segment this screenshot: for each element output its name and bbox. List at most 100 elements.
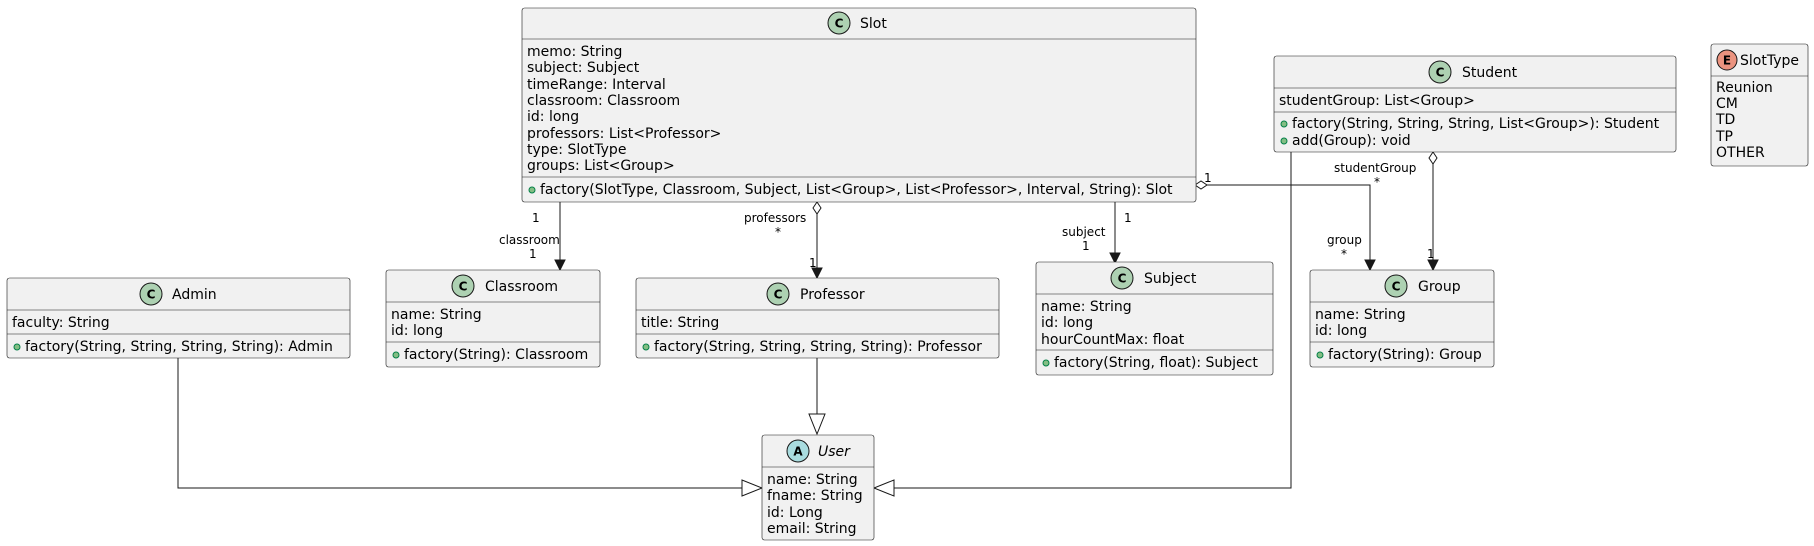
edge-label: *	[1374, 175, 1380, 189]
class-name: Subject	[1144, 271, 1197, 287]
class-badge-icon	[766, 282, 790, 306]
class-badge-letter: C	[1118, 272, 1127, 286]
class-classroom: C Classroom name: String id: long factor…	[385, 269, 601, 368]
edge-label: 1	[1082, 239, 1090, 253]
public-method-icon	[1280, 120, 1288, 128]
class-badge-icon	[827, 11, 851, 35]
class-badge-letter: C	[1392, 280, 1401, 294]
attribute: groups: List<Group>	[527, 158, 675, 174]
attribute: id: long	[1315, 323, 1367, 339]
attribute: professors: List<Professor>	[527, 126, 721, 142]
abstract-badge-icon	[786, 439, 810, 463]
attribute: fname: String	[767, 488, 863, 504]
class-name: Classroom	[485, 279, 558, 295]
edge-label: 1	[532, 211, 540, 225]
class-slot: C Slot memo: String subject: Subject tim…	[521, 7, 1197, 203]
method: add(Group): void	[1292, 133, 1411, 149]
edge-student-user	[872, 152, 1292, 497]
class-name: Professor	[800, 287, 865, 303]
enum-value: Reunion	[1716, 80, 1773, 96]
class-subject: C Subject name: String id: long hourCoun…	[1035, 261, 1274, 376]
class-badge-letter: C	[774, 288, 783, 302]
method: factory(String, String, String, List<Gro…	[1292, 116, 1660, 132]
attribute: studentGroup: List<Group>	[1279, 93, 1475, 109]
class-user: A User name: String fname: String id: Lo…	[761, 434, 875, 541]
attribute: title: String	[641, 315, 719, 331]
public-method-icon	[392, 351, 400, 359]
enum-name: SlotType	[1740, 53, 1799, 69]
public-method-icon	[1316, 351, 1324, 359]
edge-student-group: studentGroup * 1	[1334, 151, 1439, 272]
method: factory(String, float): Subject	[1054, 355, 1258, 371]
method: factory(String): Group	[1328, 347, 1482, 363]
class-group: C Group name: String id: long factory(St…	[1309, 269, 1495, 368]
class-badge-letter: C	[1436, 66, 1445, 80]
enum-badge-letter: E	[1723, 54, 1731, 68]
attribute: memo: String	[527, 44, 622, 60]
enum-slottype: E SlotType Reunion CM TD TP OTHER	[1710, 43, 1809, 167]
class-badge-letter: C	[459, 280, 468, 294]
method: factory(SlotType, Classroom, Subject, Li…	[540, 182, 1173, 198]
class-badge-letter: C	[147, 288, 156, 302]
enum-value: TD	[1715, 112, 1735, 128]
edge-slot-classroom: 1 classroom 1	[499, 202, 566, 272]
edge-slot-subject: 1 subject 1	[1062, 202, 1132, 265]
class-name: Slot	[860, 16, 887, 32]
class-badge-letter: C	[835, 17, 844, 31]
public-method-icon	[1280, 137, 1288, 145]
class-badge-icon	[1384, 274, 1408, 298]
class-badge-icon	[1428, 60, 1452, 84]
method: factory(String): Classroom	[404, 347, 588, 363]
attribute: name: String	[391, 307, 482, 323]
class-badge-icon	[451, 274, 475, 298]
attribute: id: long	[1041, 315, 1093, 331]
class-admin: C Admin faculty: String factory(String, …	[6, 277, 351, 359]
class-badge-icon	[139, 282, 163, 306]
abstract-badge-letter: A	[793, 445, 803, 459]
attribute: id: long	[391, 323, 443, 339]
attribute: hourCountMax: float	[1041, 332, 1185, 348]
attribute: name: String	[767, 472, 858, 488]
public-method-icon	[528, 186, 536, 194]
enum-badge-icon	[1716, 49, 1738, 71]
edge-label: *	[1341, 247, 1347, 261]
method: factory(String, String, String, String):…	[654, 339, 982, 355]
class-professor: C Professor title: String factory(String…	[635, 277, 1000, 359]
class-name: Group	[1418, 279, 1461, 295]
attribute: name: String	[1041, 299, 1132, 315]
attribute: name: String	[1315, 307, 1406, 323]
edge-label: 1	[1204, 171, 1212, 185]
attribute: timeRange: Interval	[527, 77, 666, 93]
class-badge-icon	[1110, 266, 1134, 290]
edge-admin-user	[177, 358, 764, 497]
class-name: Student	[1462, 65, 1518, 81]
attribute: classroom: Classroom	[527, 93, 680, 109]
class-name: Admin	[172, 287, 217, 303]
attribute: type: SlotType	[527, 142, 626, 158]
attribute: email: String	[767, 521, 857, 537]
class-student: C Student studentGroup: List<Group> fact…	[1273, 55, 1677, 153]
enum-value: CM	[1716, 96, 1738, 112]
edge-label: 1	[1427, 247, 1435, 261]
enum-value: OTHER	[1716, 145, 1765, 161]
public-method-icon	[642, 343, 650, 351]
edge-professor-user	[808, 358, 826, 436]
edge-slot-professor: professors * 1	[744, 201, 823, 280]
attribute: id: long	[527, 109, 579, 125]
edge-label: 1	[809, 256, 817, 270]
edge-label: classroom	[499, 233, 560, 247]
edge-label: group	[1327, 233, 1362, 247]
method: factory(String, String, String, String):…	[25, 339, 333, 355]
attribute: subject: Subject	[527, 60, 640, 76]
public-method-icon	[1042, 359, 1050, 367]
attribute: id: Long	[767, 505, 823, 521]
enum-value: TP	[1715, 129, 1733, 145]
edge-slot-group: 1 group *	[1194, 171, 1376, 272]
edge-label: 1	[1124, 211, 1132, 225]
edge-label: subject	[1062, 225, 1106, 239]
edge-label: 1	[529, 247, 537, 261]
edge-label: professors	[744, 211, 806, 225]
edge-label: *	[775, 225, 781, 239]
public-method-icon	[13, 343, 21, 351]
